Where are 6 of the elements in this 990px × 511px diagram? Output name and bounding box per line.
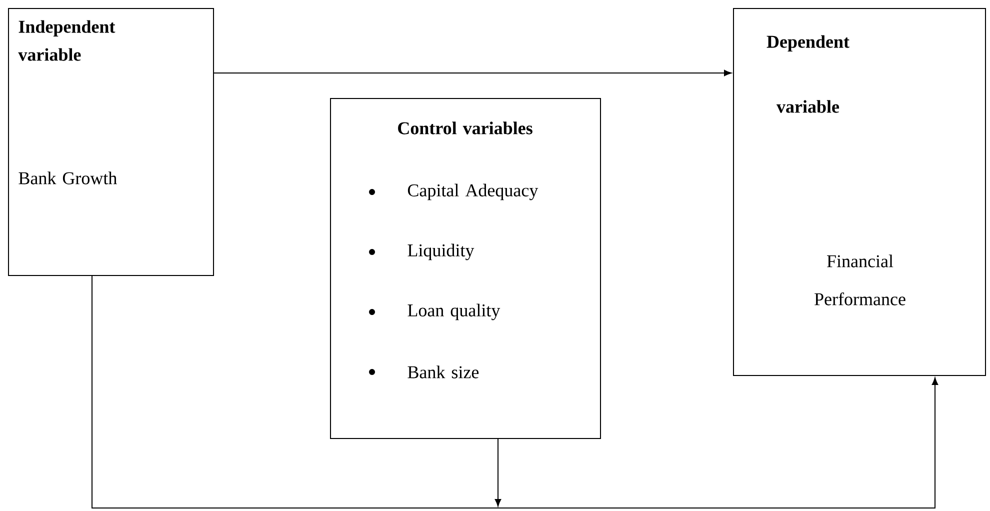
- variable-box: Dependent variable Financial Performance: [733, 8, 986, 376]
- arrow: [494, 438, 502, 506]
- arrow: [214, 70, 732, 76]
- arrow: [92, 276, 938, 508]
- variable-box: Independent variable Bank Growth: [8, 8, 214, 276]
- variable-box: Control variables Capital Adequacy Liquidity Loan quality Bank size: [330, 98, 601, 439]
